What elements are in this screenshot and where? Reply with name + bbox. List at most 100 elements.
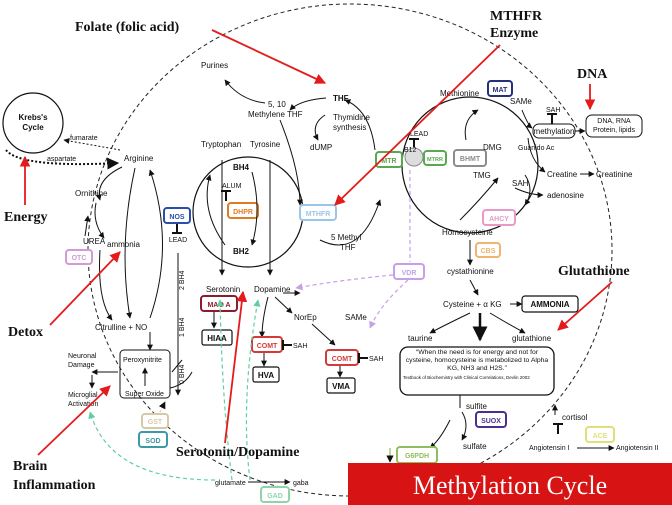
dopamine-to-comt-arrow	[259, 296, 269, 338]
folate-annotation: Folate (folic acid)	[75, 20, 180, 35]
sah-label-1: SAH	[546, 107, 560, 114]
ammonia-box	[521, 295, 579, 313]
vma-box	[326, 377, 356, 394]
urea-label: UREA	[83, 237, 106, 246]
gaba-label: gaba	[293, 480, 309, 487]
adenosine-arrow	[514, 187, 544, 198]
quote-text-wrapper: “When the need is for energy and not for…	[403, 349, 548, 380]
bh4-2-label: 2 BH4	[179, 270, 186, 290]
krebs-cycle-circle	[2, 92, 64, 154]
bhmt-enzyme-box	[453, 149, 487, 167]
bh2-label: BH2	[233, 247, 250, 256]
lead-label-1: LEAD	[169, 237, 187, 244]
folate-annotation-arrow	[211, 29, 326, 84]
bh4-0-label: 0 BH4	[179, 364, 186, 384]
ace-enzyme-label: ACE	[593, 433, 608, 440]
fumarate-label: fumarate	[70, 135, 98, 142]
sod-enzyme-label: SOD	[145, 438, 160, 445]
nos-enzyme-box	[163, 207, 191, 224]
methylene-to-mthfr-arrow	[279, 119, 303, 206]
same-label-2: SAMe	[345, 313, 367, 322]
glutamate-to-microglial-dashed	[88, 411, 216, 481]
guanido-label: Guanido Ac	[518, 145, 555, 152]
serotonin-dopamine-annotation-arrow	[224, 290, 248, 444]
nos-enzyme-label: NOS	[169, 214, 185, 221]
detox-annotation-arrow	[49, 251, 121, 326]
purines-label: Purines	[201, 61, 228, 70]
sah-label-4: SAH	[369, 356, 383, 363]
sulfite-to-g6pdh-arrow	[429, 419, 451, 449]
ammonia-small-label: ammonia	[107, 240, 140, 249]
glutamate-label: glutamate	[215, 480, 246, 487]
super-oxide-label: Super Oxide	[125, 391, 164, 398]
sod-enzyme-box	[138, 431, 168, 448]
mat-enzyme-label: MAT	[493, 87, 508, 94]
quote-source: Textbook of Biochemistry with Clinical C…	[403, 375, 530, 380]
thymidine-label-2: synthesis	[333, 123, 366, 132]
bh2-to-bh4-arrow	[205, 174, 226, 246]
comt2-enzyme-label: COMT	[332, 356, 353, 363]
mthfr-enzyme-label: MTHFR	[306, 211, 331, 218]
hva-box	[252, 366, 280, 383]
angiotensin1-label: Angiotensin I	[529, 445, 570, 452]
methionine-label: Methionine	[440, 89, 480, 98]
b12-label: B12	[404, 147, 417, 154]
dna-annotation: DNA	[577, 67, 608, 82]
hva-label: HVA	[258, 371, 275, 380]
urea-to-citrulline-arrow	[99, 249, 113, 321]
glutathione-annotation-arrow	[557, 281, 613, 331]
quote-box	[399, 346, 555, 396]
sulfite-to-sulfate-arrow	[461, 411, 468, 441]
same-to-methylation-arrow	[521, 109, 533, 129]
krebs-cycle-label: Krebs's	[18, 113, 48, 122]
cysteine-to-taurine-arrow	[429, 312, 471, 334]
taurine-label: taurine	[408, 334, 433, 343]
methylene-thf-label-2: Methylene THF	[248, 110, 303, 119]
glutathione-annotation: Glutathione	[558, 264, 630, 279]
methyl-thf-to-mtr-arrow	[319, 199, 382, 246]
thf-label: THF	[333, 94, 349, 103]
purines-arrow	[224, 79, 266, 104]
glutathione-small-label: glutathione	[512, 334, 552, 343]
otc-enzyme-label: OTC	[72, 255, 87, 262]
lead-label-2: LEAD	[410, 131, 428, 138]
peroxynitrite-box	[119, 349, 171, 399]
arginine-to-ornithine-arrow	[95, 166, 123, 201]
mat-enzyme-box	[487, 80, 513, 97]
dump-label: dUMP	[310, 143, 332, 152]
bh4-label: BH4	[233, 163, 250, 172]
bh4-to-superoxide-line	[169, 371, 193, 389]
gad-enzyme-box	[260, 486, 290, 503]
mthfr-enzyme-box	[299, 204, 337, 221]
aspartate-arrow	[5, 149, 120, 170]
angiotensin2-label: Angiotensin II	[616, 445, 658, 452]
cystathionine-label: cystathionine	[447, 267, 494, 276]
dopamine-to-norep-arrow	[274, 296, 293, 314]
dhpr-enzyme-label: DHPR	[233, 209, 253, 216]
aspartate-label: aspartate	[47, 156, 76, 163]
bhmt-down-arrow	[459, 177, 499, 221]
krebs-cycle-label-2: Cycle	[22, 123, 44, 132]
cbs-enzyme-label: CBS	[481, 248, 496, 255]
vdr-to-dopamine-arrow	[295, 274, 394, 291]
dna-box-text: DNA, RNA Protein, lipids	[592, 118, 636, 134]
suox-enzyme-label: SUOX	[481, 418, 501, 425]
cystathionine-arrow	[469, 279, 479, 296]
norep-to-comt-arrow	[311, 323, 336, 346]
title-banner	[348, 463, 672, 505]
alum-label: ALUM	[222, 183, 242, 190]
vdr-to-comt-arrow	[369, 279, 409, 329]
guanido-arrow	[527, 137, 546, 173]
brain-inflammation-annotation-2: Inflammation	[13, 478, 96, 493]
mthfr-annotation-1: MTHFR	[490, 9, 543, 24]
detox-annotation: Detox	[8, 325, 43, 340]
arginine-to-citrulline-arrow	[124, 167, 136, 319]
g6pdh-enzyme-label: G6PDH	[405, 453, 429, 460]
ornithine-label: Ornithine	[75, 189, 108, 198]
bh4-to-peroxynitrite-line	[171, 359, 183, 373]
thymidine-arrow	[312, 114, 326, 141]
sah-label-3: SAH	[293, 343, 307, 350]
mthfr-annotation-arrow	[334, 44, 501, 206]
